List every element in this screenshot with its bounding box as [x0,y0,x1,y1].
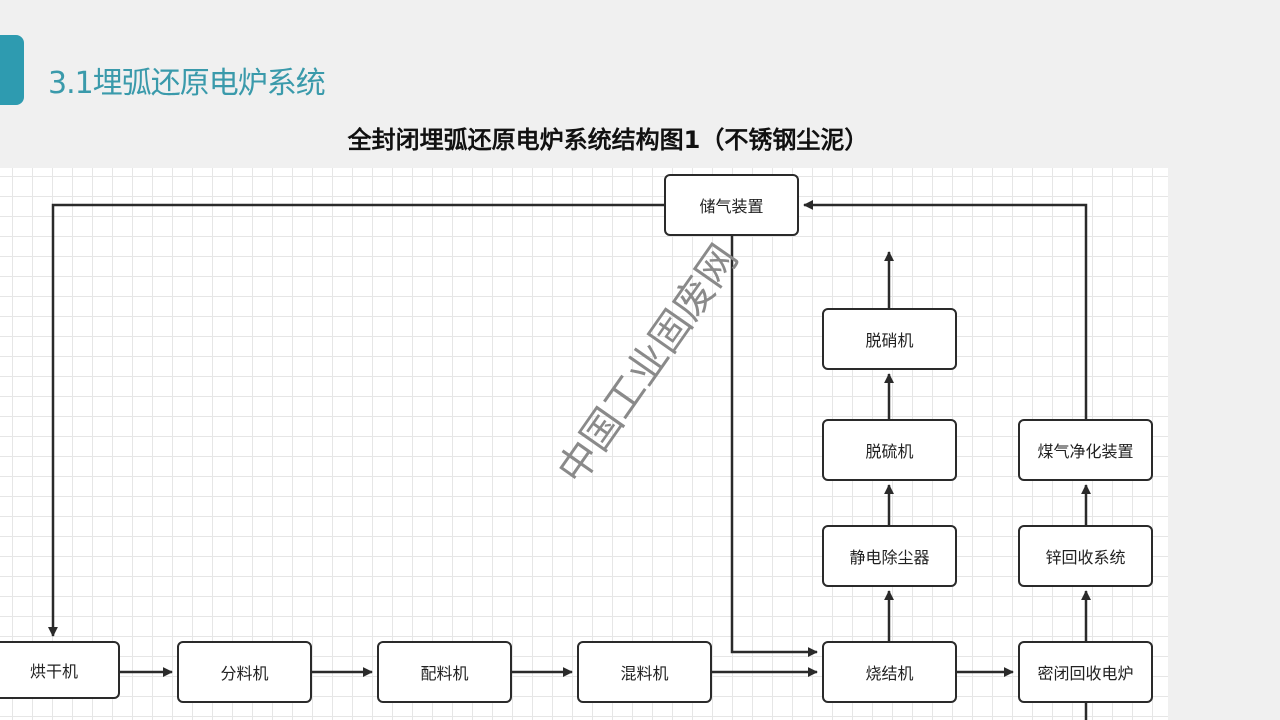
section-tab-marker [0,35,24,105]
diagram-canvas [0,168,1168,720]
box-splitter: 分料机 [177,641,312,703]
section-title: 3.1埋弧还原电炉系统 [48,66,326,101]
box-sinter: 烧结机 [822,641,957,703]
diagram-title: 全封闭埋弧还原电炉系统结构图1（不锈钢尘泥） [347,126,869,154]
box-gas-cleaning: 煤气净化装置 [1018,419,1153,481]
box-furnace: 密闭回收电炉 [1018,641,1153,703]
box-esp: 静电除尘器 [822,525,957,587]
arrow-gasclean-to-storage [804,205,1088,419]
box-desulfur: 脱硫机 [822,419,957,481]
box-denitro: 脱硝机 [822,308,957,370]
box-gas-storage: 储气装置 [664,174,799,236]
box-dryer: 烘干机 [0,641,120,699]
box-batcher: 配料机 [377,641,512,703]
box-mixer: 混料机 [577,641,712,703]
arrow-storage-to-sinter [730,235,817,652]
arrow-storage-to-dryer [53,203,664,636]
box-zinc-recovery: 锌回收系统 [1018,525,1153,587]
